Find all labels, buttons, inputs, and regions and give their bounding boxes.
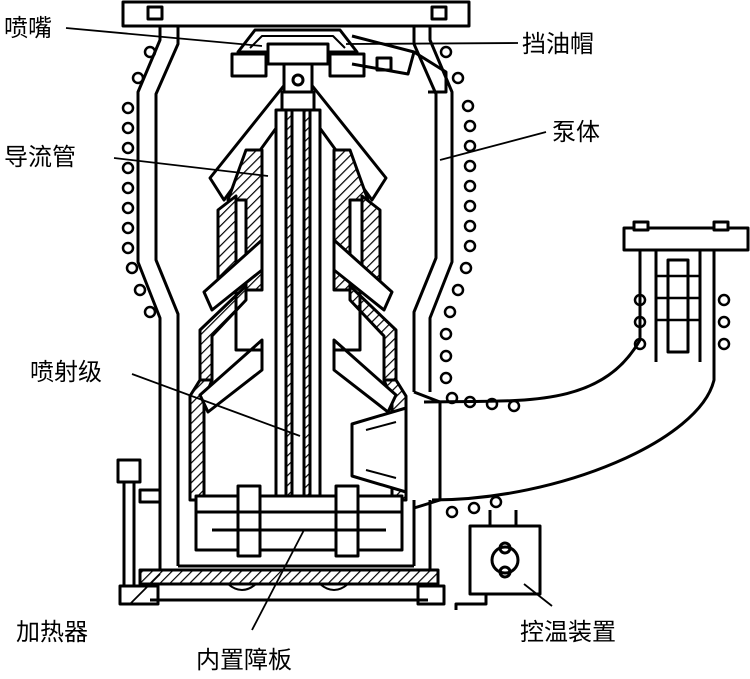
labels: 喷嘴 挡油帽 导流管 泵体 喷射级 加热器 内置障板 控温装置 [4,14,616,674]
side-nozzle [350,406,408,494]
label-heater: 加热器 [16,618,88,646]
label-temp-control: 控温装置 [520,618,616,646]
leader-pump-body [439,131,547,161]
boiler-base [194,484,404,558]
label-internal-baffle: 内置障板 [196,646,292,674]
temperature-control-device [454,510,542,610]
elbow-coils [445,293,731,519]
leader-nozzle [65,27,263,47]
label-nozzle: 喷嘴 [4,14,52,42]
leader-heater [129,573,161,605]
leader-guide-tube [113,157,269,177]
pump-body [136,26,454,584]
foreline-elbow [413,220,750,510]
heater-plate [118,568,446,606]
central-jet-column [274,108,322,552]
label-oil-cap: 挡油帽 [522,30,594,58]
cooling-coils [121,45,477,405]
leader-lines [65,27,553,631]
lower-jet-stage [198,238,398,414]
label-guide-tube: 导流管 [4,143,76,171]
leader-temp-control [523,583,553,607]
leader-baffle [251,529,305,631]
leader-oil-cap [345,42,519,45]
top-flange [121,0,471,28]
label-jet-stage: 喷射级 [30,358,102,386]
oil-cap [230,28,448,94]
left-support [116,458,162,586]
label-pump-body: 泵体 [552,118,600,146]
nozzle-upper-cone [208,62,388,202]
leader-jet-stage [131,373,301,437]
